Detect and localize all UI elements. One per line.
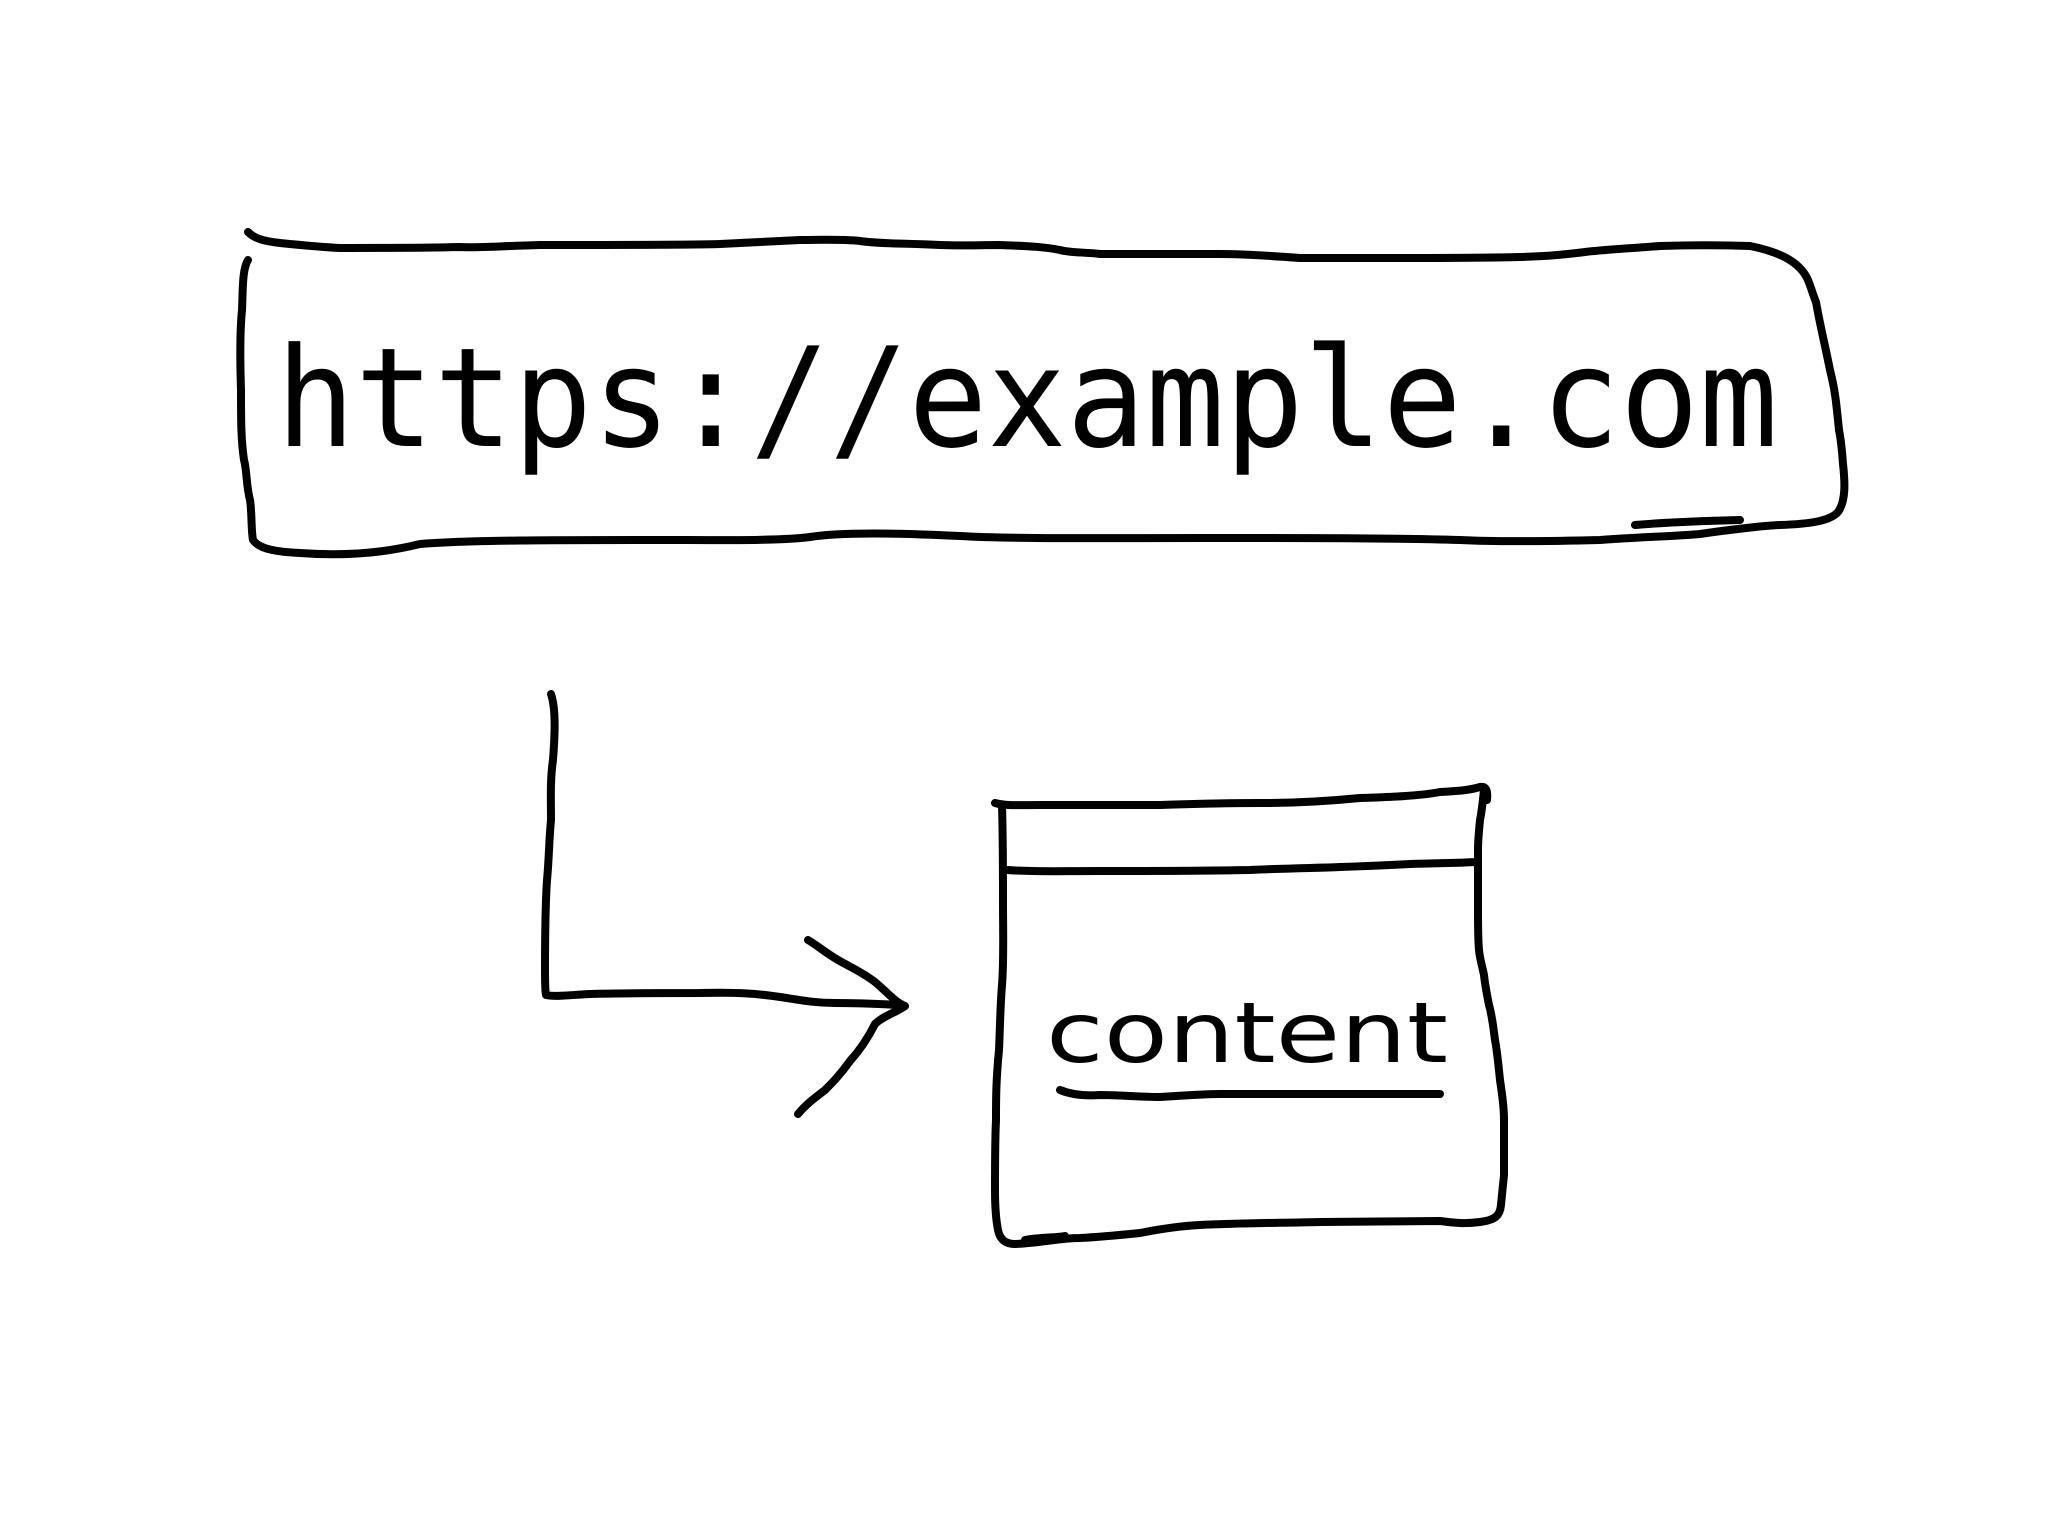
content-underline (1056, 1086, 1444, 1101)
arrow-head-icon (794, 936, 909, 1118)
content-label: content (1046, 984, 1448, 1082)
page-bottom-overlap-stroke (1021, 1232, 1069, 1244)
url-text: https://example.com (276, 318, 1778, 479)
arrow-connector (541, 690, 904, 1009)
page-top-edge (991, 782, 1492, 810)
page-outline (991, 786, 1508, 1248)
url-bar-overlap-stroke (1631, 516, 1744, 529)
url-bar-outline (236, 228, 1849, 559)
page-header-divider (1004, 858, 1480, 876)
